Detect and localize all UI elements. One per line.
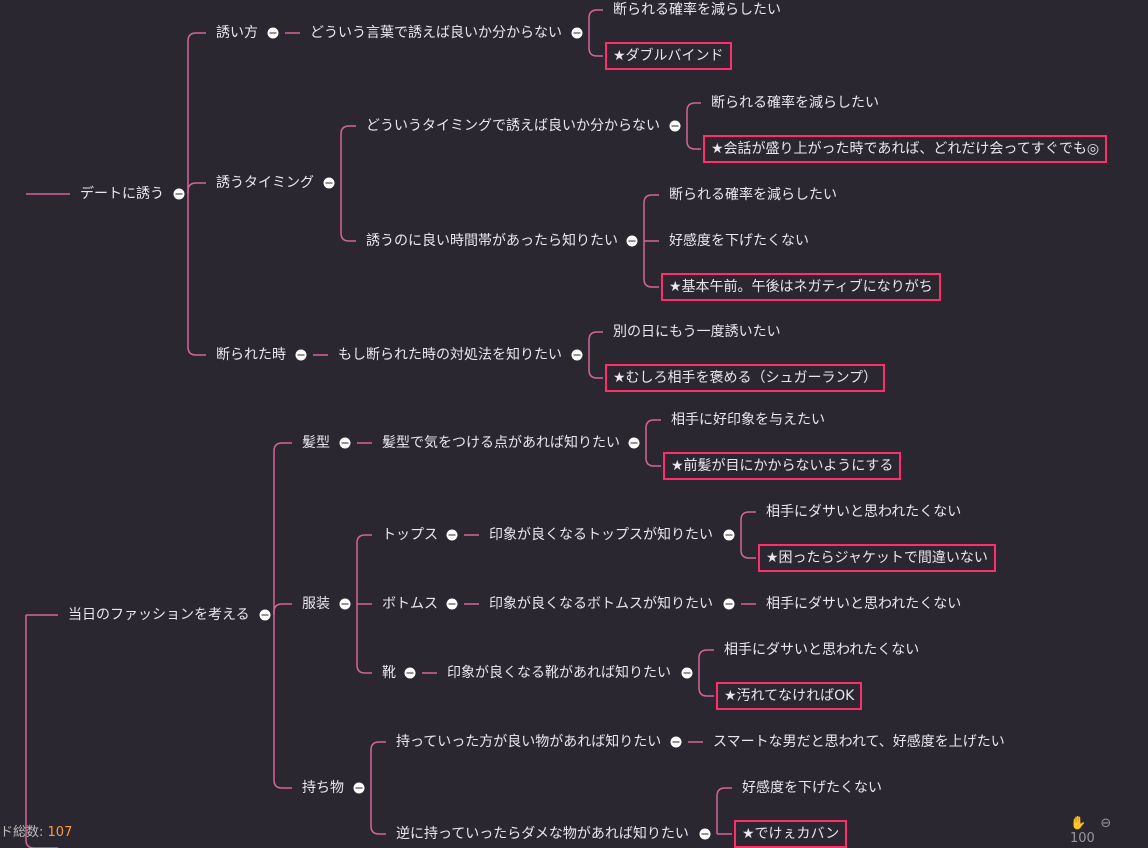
collapse-minus-icon[interactable] — [699, 828, 711, 840]
node-highlight-answer[interactable]: ★むしろ相手を褒める（シュガーランプ） — [605, 364, 886, 392]
node-bottoms-question[interactable]: 印象が良くなるボトムスが知りたい — [489, 596, 713, 612]
node-bottoms[interactable]: ボトムス — [382, 596, 438, 612]
collapse-minus-icon[interactable] — [723, 598, 735, 610]
node-rejected-question[interactable]: もし断られた時の対処法を知りたい — [338, 347, 562, 363]
node-invite-timing[interactable]: 誘うタイミング — [216, 175, 314, 191]
hand-icon[interactable]: ✋ — [1070, 816, 1087, 831]
node-highlight-answer[interactable]: ★前髪が目にかからないようにする — [663, 452, 902, 480]
node-leaf[interactable]: 断られる確率を減らしたい — [669, 187, 837, 203]
collapse-minus-icon[interactable] — [670, 736, 682, 748]
connector-line — [698, 673, 714, 697]
node-leaf[interactable]: 好感度を下げたくない — [669, 233, 809, 249]
connector-line — [698, 649, 714, 673]
collapse-minus-icon[interactable] — [353, 782, 365, 794]
node-fashion[interactable]: 当日のファッションを考える — [68, 607, 250, 623]
node-rejected[interactable]: 断られた時 — [216, 347, 286, 363]
connector-line — [645, 443, 661, 467]
node-leaf[interactable]: 相手にダサいと思われたくない — [766, 504, 962, 520]
node-leaf[interactable]: 別の日にもう一度誘いたい — [613, 324, 781, 340]
collapse-minus-icon[interactable] — [571, 27, 583, 39]
node-tops[interactable]: トップス — [382, 527, 438, 543]
collapse-minus-icon[interactable] — [669, 120, 681, 132]
collapse-minus-icon[interactable] — [626, 235, 638, 247]
node-timing-question[interactable]: どういうタイミングで誘えば良いか分からない — [366, 118, 660, 134]
node-shoes-question[interactable]: 印象が良くなる靴があれば知りたい — [447, 665, 671, 681]
connector-line — [187, 182, 206, 194]
node-invite-words[interactable]: どういう言葉で誘えば良いか分からない — [310, 25, 562, 41]
connector-line — [588, 33, 603, 57]
connector-line — [588, 355, 603, 379]
node-count-value: 107 — [47, 825, 73, 840]
node-leaf[interactable]: 断られる確率を減らしたい — [613, 2, 781, 18]
node-leaf[interactable]: 好感度を下げたくない — [742, 780, 882, 796]
node-highlight-answer[interactable]: ★基本午前。午後はネガティブになりがち — [661, 273, 941, 301]
node-clothes[interactable]: 服装 — [302, 596, 330, 612]
node-leaf[interactable]: 断られる確率を減らしたい — [711, 95, 879, 111]
collapse-minus-icon[interactable] — [323, 177, 335, 189]
node-shoes[interactable]: 靴 — [382, 665, 396, 681]
connector-line — [645, 419, 661, 443]
node-highlight-answer[interactable]: ★汚れてなければOK — [716, 682, 863, 710]
collapse-minus-icon[interactable] — [446, 529, 458, 541]
connector-line — [340, 125, 356, 183]
node-count-label: ド総数: — [0, 825, 44, 840]
connector-line — [187, 194, 206, 356]
collapse-minus-icon[interactable] — [295, 349, 307, 361]
node-highlight-answer[interactable]: ★でけぇカバン — [734, 820, 848, 848]
collapse-minus-icon[interactable] — [628, 437, 640, 449]
connector-line — [370, 788, 386, 835]
node-leaf[interactable]: スマートな男だと思われて、好感度を上げたい — [713, 734, 1005, 750]
connector-line — [643, 241, 659, 288]
collapse-minus-icon[interactable] — [267, 27, 279, 39]
collapse-minus-icon[interactable] — [681, 667, 693, 679]
node-hair-question[interactable]: 髪型で気をつける点があれば知りたい — [382, 435, 620, 451]
node-leaf[interactable]: 相手に好印象を与えたい — [671, 412, 825, 428]
collapse-minus-icon[interactable] — [571, 349, 583, 361]
node-invite-method[interactable]: 誘い方 — [216, 25, 258, 41]
connector-line — [686, 126, 701, 150]
connector-line — [643, 194, 659, 241]
node-highlight-answer[interactable]: ★ダブルバインド — [605, 42, 732, 70]
connector-line — [740, 511, 756, 535]
zoom-out-icon[interactable]: ⊖ — [1100, 816, 1112, 831]
node-highlight-answer[interactable]: ★困ったらジャケットで間違いない — [758, 544, 996, 572]
collapse-minus-icon[interactable] — [259, 609, 271, 621]
zoom-level: 100 — [1070, 831, 1095, 846]
node-date-invite[interactable]: デートに誘う — [80, 186, 164, 202]
node-leaf[interactable]: 相手にダサいと思われたくない — [724, 642, 920, 658]
connector-line — [588, 9, 603, 33]
connector-line — [273, 615, 292, 789]
connector-line — [356, 604, 372, 674]
node-count: ド総数: 107 — [0, 821, 72, 840]
collapse-minus-icon[interactable] — [339, 598, 351, 610]
node-belongings[interactable]: 持ち物 — [302, 780, 344, 796]
collapse-minus-icon[interactable] — [404, 667, 416, 679]
collapse-minus-icon[interactable] — [173, 188, 185, 200]
connector-line — [25, 615, 58, 848]
collapse-minus-icon[interactable] — [446, 598, 458, 610]
collapse-minus-icon[interactable] — [723, 529, 735, 541]
zoom-toolbar: ✋ ⊖ 100 — [1070, 816, 1148, 846]
node-belongings-good[interactable]: 持っていった方が良い物があれば知りたい — [396, 734, 662, 750]
connector-line — [686, 102, 701, 126]
node-belongings-bad[interactable]: 逆に持っていったらダメな物があれば知りたい — [396, 826, 689, 842]
node-leaf[interactable]: 相手にダサいと思われたくない — [766, 596, 962, 612]
node-hair[interactable]: 髪型 — [302, 435, 330, 451]
connector-line — [273, 603, 292, 615]
node-timeslot-question[interactable]: 誘うのに良い時間帯があったら知りたい — [366, 233, 618, 249]
connector-line — [356, 534, 372, 604]
connector-line — [340, 183, 356, 242]
node-tops-question[interactable]: 印象が良くなるトップスが知りたい — [489, 527, 713, 543]
connector-line — [273, 442, 292, 615]
collapse-minus-icon[interactable] — [339, 437, 351, 449]
connector-line — [740, 535, 756, 559]
connector-line — [588, 331, 603, 355]
connector-line — [187, 32, 206, 194]
connector-line — [716, 787, 732, 834]
node-highlight-answer[interactable]: ★会話が盛り上がった時であれば、どれだけ会ってすぐでも◎ — [703, 135, 1108, 163]
connector-line — [370, 741, 386, 788]
